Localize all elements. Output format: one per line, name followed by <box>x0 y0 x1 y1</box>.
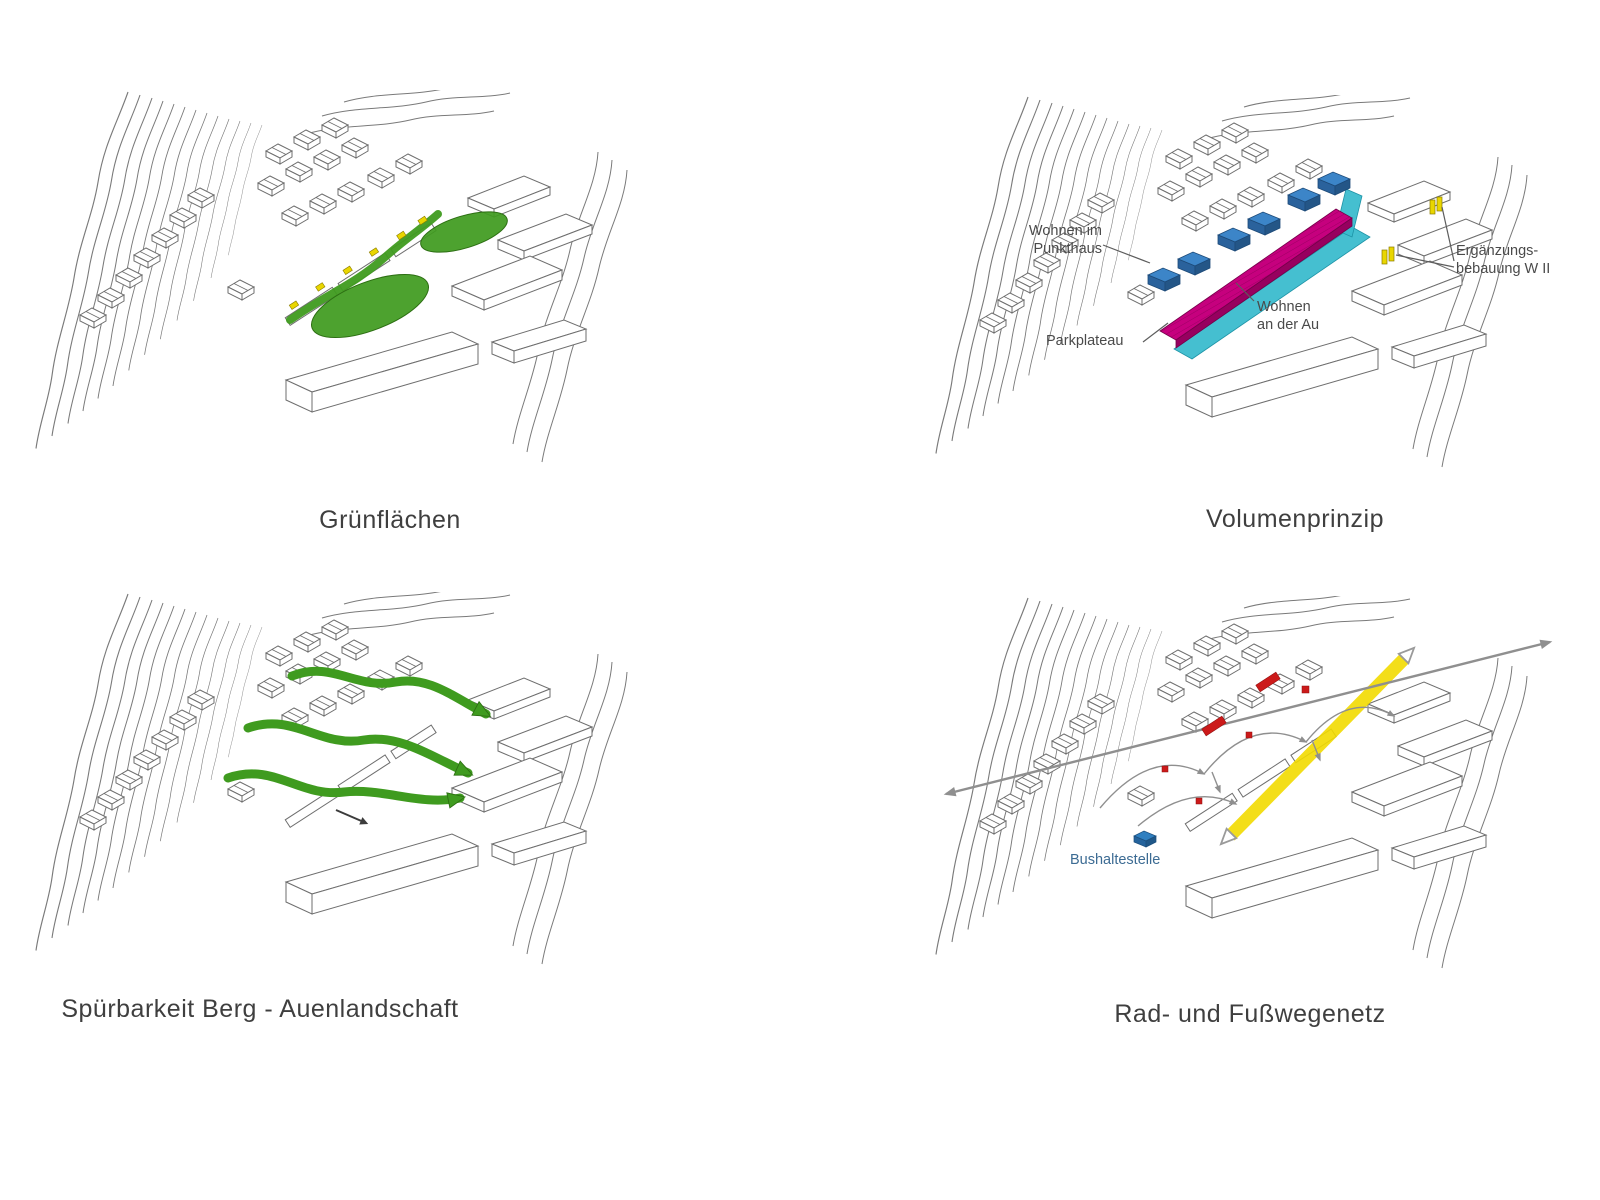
panel-volumenprinzip: Wohnen im Punkthaus Parkplateau Wohnen a… <box>900 95 1560 495</box>
caption-volumenprinzip: Volumenprinzip <box>1206 505 1384 533</box>
caption-radfussweg: Rad- und Fußwegenetz <box>1114 1000 1386 1028</box>
label-ergaenzungsbebauung: Ergänzungs- bebauung W II <box>1456 243 1550 278</box>
site-sketch <box>36 90 627 462</box>
green-area-large <box>310 273 430 339</box>
green-area-small <box>420 211 508 253</box>
gruenflaechen-diagram <box>0 90 660 490</box>
site-sketch <box>36 592 627 964</box>
label-line: Ergänzungs- <box>1456 243 1539 259</box>
bike-infrastructure <box>1161 671 1310 805</box>
panel-gruenflaechen <box>0 90 660 490</box>
label-line: bebauung W II <box>1456 260 1551 277</box>
small-dark-arrow <box>335 809 369 825</box>
bus-stop-marker <box>1133 830 1157 848</box>
green-corridor <box>286 210 442 324</box>
label-line: Wohnen im <box>1028 223 1102 239</box>
panel-radfussweg: Bushaltestelle <box>900 596 1560 996</box>
spuerbarkeit-diagram <box>0 592 660 992</box>
label-parkplateau: Parkplateau <box>1046 333 1124 349</box>
caption-spuerbarkeit: Spürbarkeit Berg - Auenlandschaft <box>61 995 459 1023</box>
main-cycle-route <box>943 639 1553 797</box>
radfussweg-diagram <box>900 596 1553 996</box>
label-line: Wohnen <box>1257 299 1311 315</box>
label-bushaltestelle: Bushaltestelle <box>1070 852 1161 868</box>
connecting-path-arcs <box>1099 706 1396 827</box>
label-wohnen-an-der-au: Wohnen an der Au <box>1257 299 1319 334</box>
yellow-interventions <box>288 215 428 310</box>
panel-spuerbarkeit <box>0 592 660 992</box>
caption-gruenflaechen: Grünflächen <box>319 506 461 534</box>
label-line: Punkthaus <box>1033 240 1102 257</box>
green-flow-arrows <box>223 666 492 809</box>
leader-lines <box>1102 206 1455 343</box>
label-line: an der Au <box>1257 316 1320 333</box>
label-wohnen-im-punkthaus: Wohnen im Punkthaus <box>1006 223 1102 258</box>
site-sketch <box>936 596 1527 968</box>
wohnen-an-der-au-slab <box>1159 208 1353 349</box>
volumenprinzip-diagram <box>900 95 1560 495</box>
